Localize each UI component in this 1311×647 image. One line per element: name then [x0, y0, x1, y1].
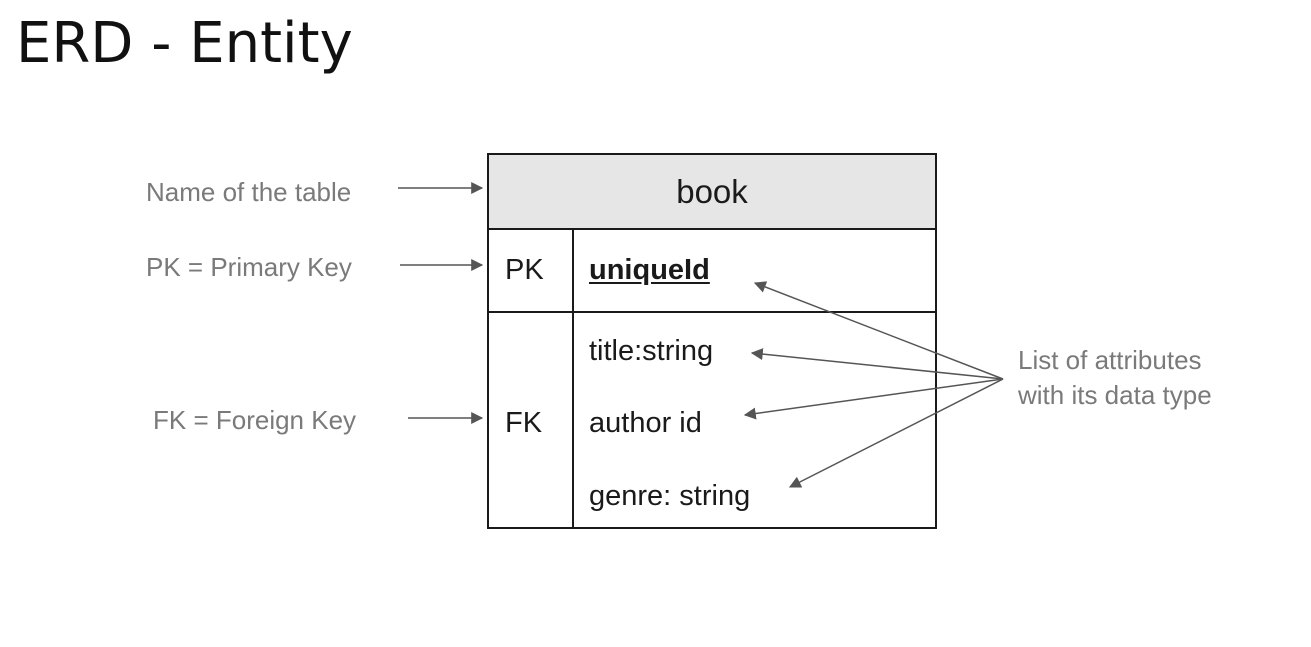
attributes-note-line-2: with its data type	[1018, 380, 1212, 410]
attribute-title: title:string	[589, 335, 714, 367]
attribute-genre: genre: string	[589, 480, 751, 512]
foreign-key-label: FK = Foreign Key	[153, 405, 357, 435]
attribute-author-id: author id	[589, 407, 702, 439]
pk-attribute: uniqueId	[589, 254, 710, 286]
attributes-note: List of attributes with its data type	[1018, 343, 1212, 413]
pk-row-divider	[489, 311, 935, 313]
pk-key-cell: PK	[505, 254, 544, 286]
key-column-divider	[572, 230, 574, 527]
entity-table: book PK uniqueId FK title:string author …	[487, 153, 937, 529]
entity-name: book	[489, 155, 935, 230]
table-name-label: Name of the table	[146, 177, 352, 207]
primary-key-label: PK = Primary Key	[146, 252, 352, 282]
fk-key-cell: FK	[505, 407, 543, 439]
page-title: ERD - Entity	[16, 11, 353, 76]
attributes-note-line-1: List of attributes	[1018, 345, 1202, 375]
